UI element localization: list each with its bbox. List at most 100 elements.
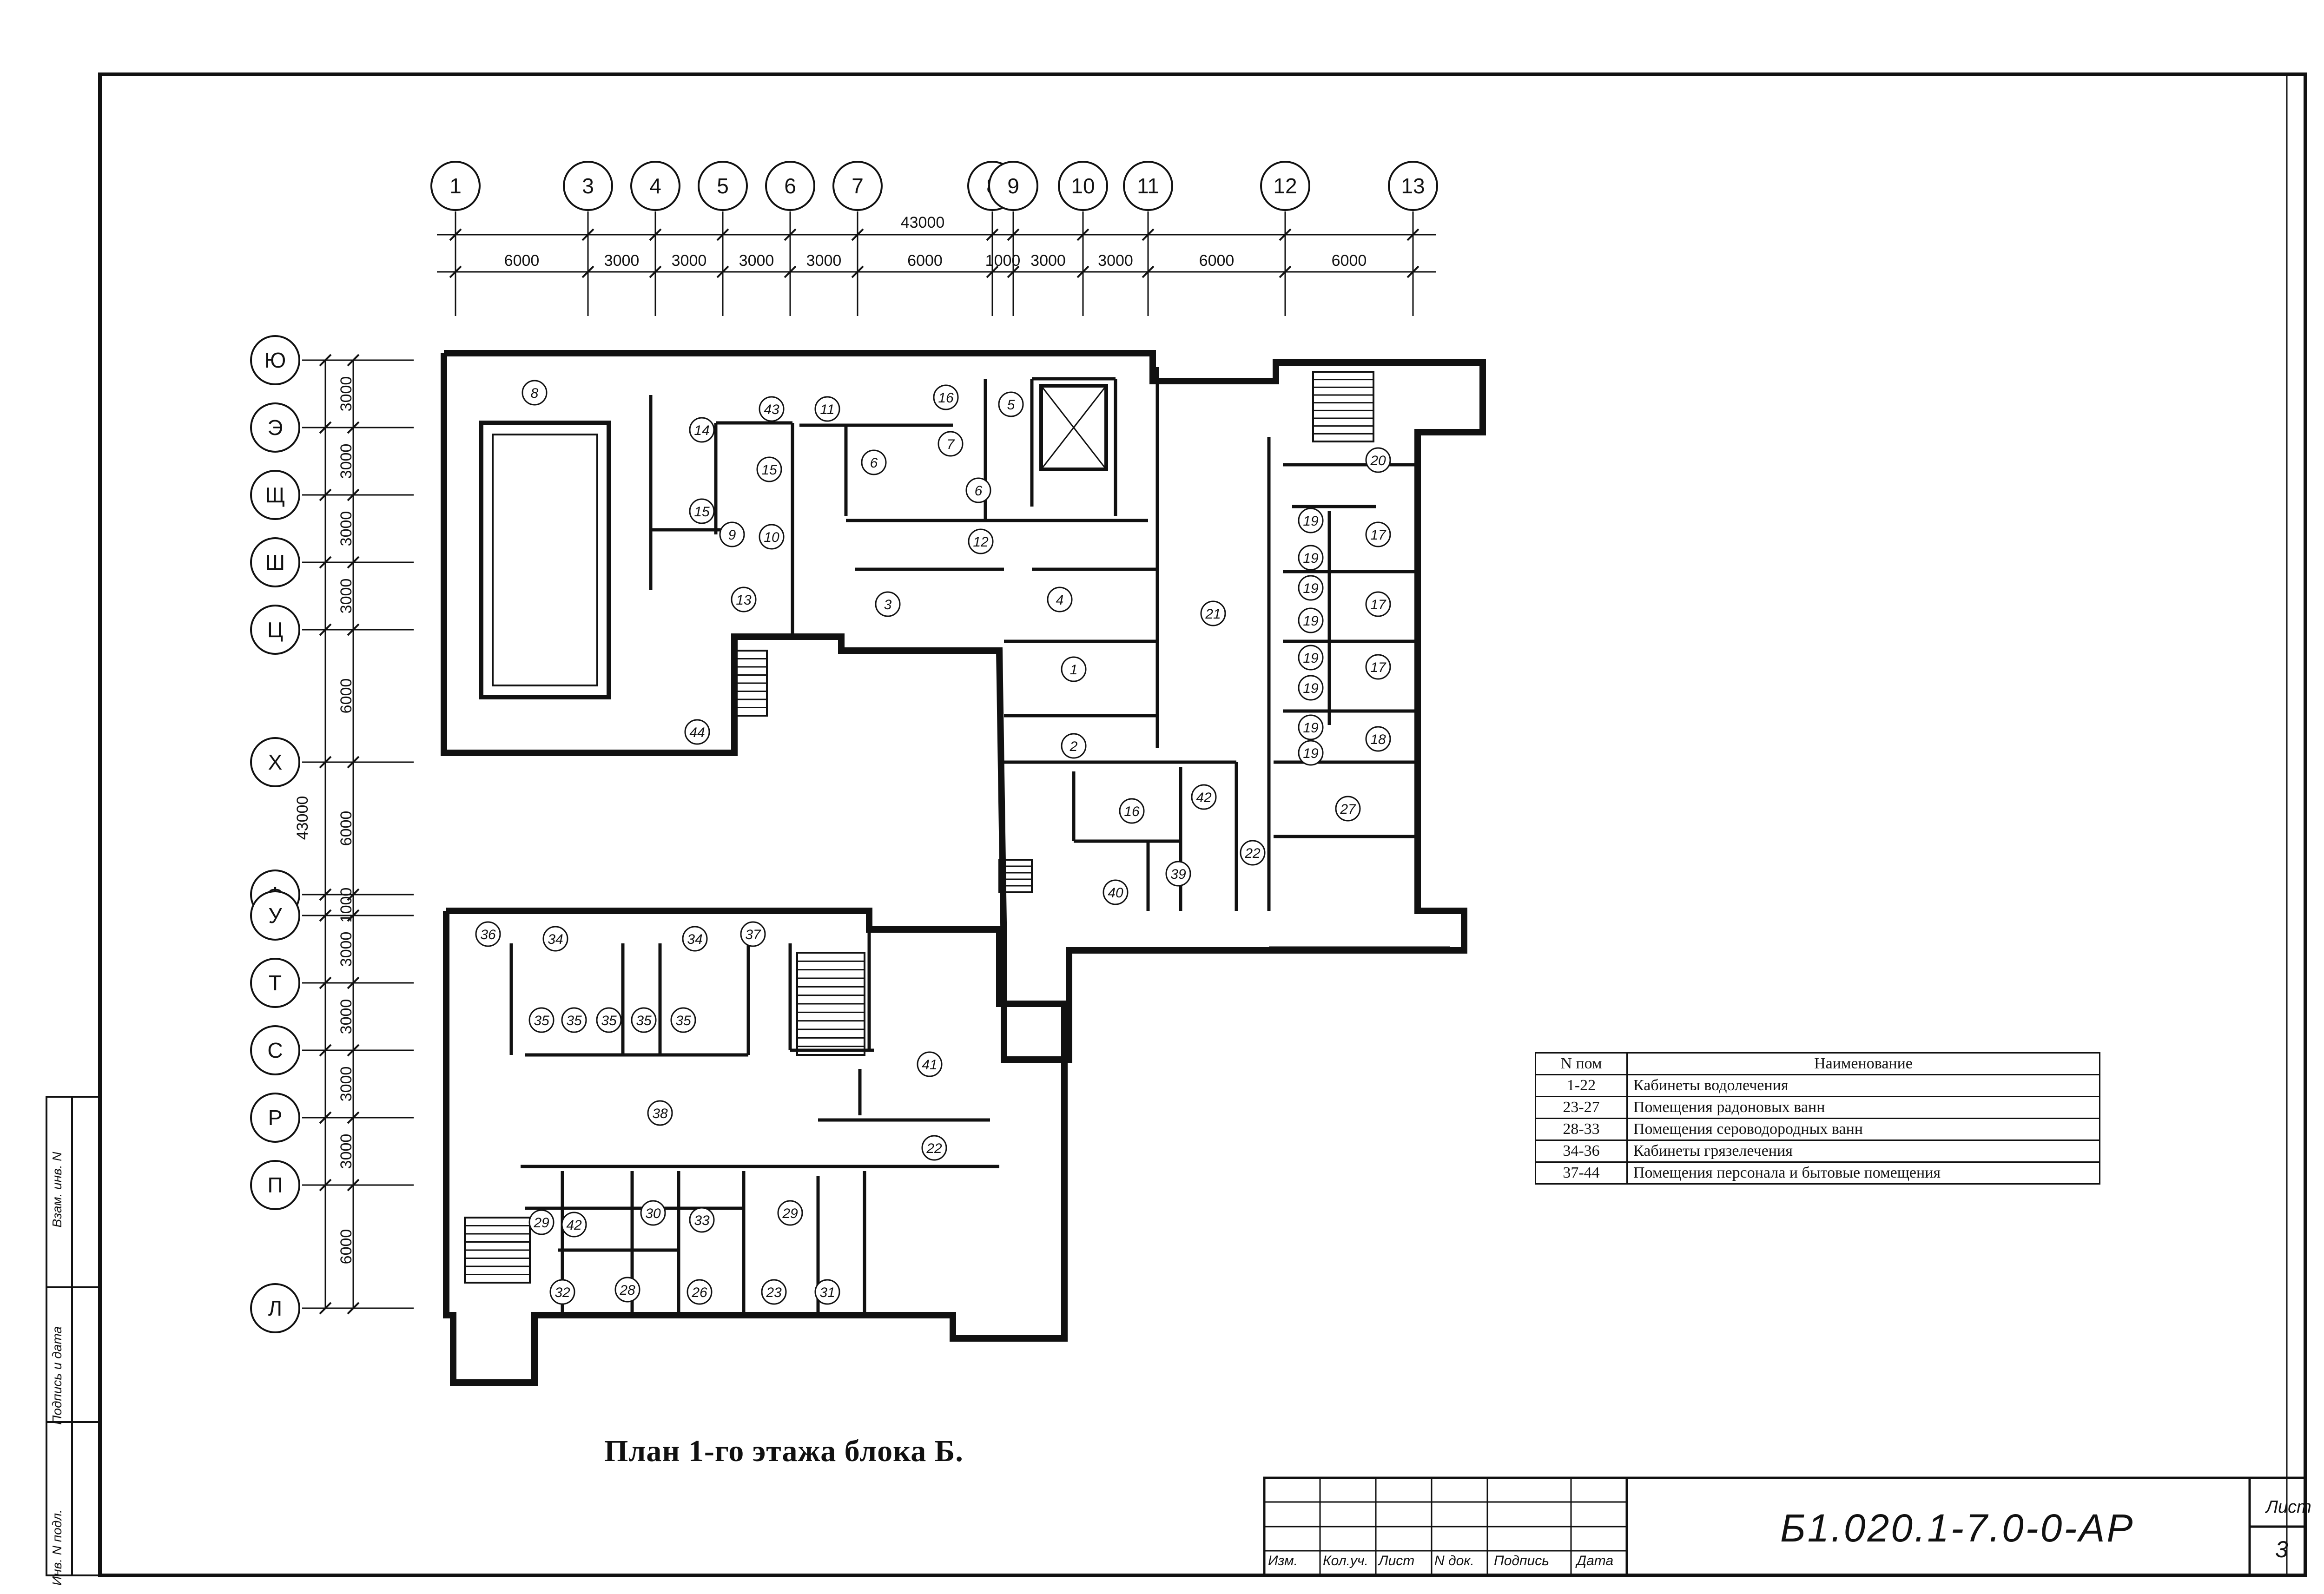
row-span-label: 1000 <box>337 888 355 923</box>
room-tag-label: 17 <box>1370 660 1386 675</box>
room-tag-circle <box>640 1200 666 1226</box>
dimension-tick <box>347 976 360 989</box>
dimension-tick <box>851 228 864 241</box>
room-tag-label: 2 <box>1070 739 1078 754</box>
dimension-tick <box>347 421 360 434</box>
row-axis-bubble <box>250 1025 300 1075</box>
row-axis-label: П <box>267 1173 283 1197</box>
room-tag-label: 4 <box>1056 593 1064 608</box>
room-tag-circle <box>1365 654 1391 680</box>
dimension-tick <box>347 756 360 769</box>
room-tag-label: 19 <box>1303 613 1319 629</box>
legend-num: 37-44 <box>1535 1161 1628 1185</box>
row-span-label: 3000 <box>337 376 355 412</box>
row-span-label: 3000 <box>337 999 355 1034</box>
legend-num: 34-36 <box>1535 1140 1628 1163</box>
sheet-label: Лист <box>2266 1497 2311 1517</box>
room-tag-circle <box>1103 879 1129 905</box>
room-tag-label: 12 <box>973 534 989 550</box>
column-axis-bubble <box>1260 161 1310 211</box>
room-tag-circle <box>740 921 766 947</box>
dimension-tick <box>319 909 332 922</box>
room-tag-circle <box>777 1200 803 1226</box>
column-axis-label: 6 <box>784 174 796 198</box>
column-axis-label: 11 <box>1137 174 1159 198</box>
room-tag-circle <box>528 1209 555 1235</box>
room-tag-circle <box>1061 733 1087 759</box>
dimension-tick <box>347 909 360 922</box>
row-axis-bubble <box>250 737 300 787</box>
document-code: Б1.020.1-7.0-0-АР <box>1780 1506 2135 1550</box>
legend-row: 28-33 Помещения сероводородных ванн <box>1535 1118 2100 1141</box>
room-tag-label: 19 <box>1303 720 1319 736</box>
room-tag-label: 18 <box>1370 732 1386 747</box>
room-tag-label: 39 <box>1170 867 1186 882</box>
room-tag-label: 17 <box>1370 597 1386 613</box>
room-tag-label: 19 <box>1303 651 1319 666</box>
row-axes: ЮЭЩШЦХФУТСРПЛ300030003000300060006000100… <box>250 335 414 1333</box>
room-tag-label: 32 <box>555 1285 570 1300</box>
row-axis-bubble <box>250 1093 300 1143</box>
column-axis-label: 12 <box>1273 174 1297 198</box>
room-tag-label: 37 <box>745 927 761 942</box>
column-axis-bubble <box>563 161 613 211</box>
column-axis-bubble <box>1058 161 1108 211</box>
room-tag-circle <box>542 926 568 952</box>
room-tag-circle <box>561 1007 587 1033</box>
room-tag-label: 6 <box>870 455 878 471</box>
legend-name: Кабинеты грязелечения <box>1626 1140 2100 1163</box>
room-tag-circle <box>861 449 887 475</box>
dimension-tick <box>319 888 332 901</box>
room-tag-circle <box>759 396 785 422</box>
column-axis-label: 5 <box>717 174 729 198</box>
column-axis-label: 13 <box>1401 174 1425 198</box>
room-tag-label: 23 <box>766 1285 782 1300</box>
row-span-label: 6000 <box>337 811 355 846</box>
row-axis-label: Ш <box>265 550 285 574</box>
legend-num: 1-22 <box>1535 1074 1628 1097</box>
legend-row: 23-27 Помещения радоновых ванн <box>1535 1096 2100 1119</box>
dimension-tick <box>581 228 594 241</box>
column-span-label: 3000 <box>739 252 774 270</box>
dimension-tick <box>716 228 729 241</box>
legend-header-num: N пом <box>1535 1052 1628 1075</box>
legend-header-name: Наименование <box>1626 1052 2100 1075</box>
column-axis-bubble <box>1123 161 1173 211</box>
dimension-tick <box>347 354 360 367</box>
legend-row: 37-44 Помещения персонала и бытовые поме… <box>1535 1161 2100 1185</box>
room-tag-circle <box>938 431 964 457</box>
room-tag-circle <box>522 380 548 406</box>
dimension-tick <box>347 488 360 501</box>
row-axis-bubble <box>250 958 300 1008</box>
room-tag-circle <box>689 1207 715 1233</box>
room-tag-circle <box>917 1051 943 1077</box>
dimension-lines <box>324 234 1436 1308</box>
interior-partitions <box>509 367 1450 1315</box>
room-tag-circle <box>689 498 715 524</box>
room-tag-label: 35 <box>675 1013 691 1028</box>
room-tag-label: 16 <box>938 390 954 406</box>
room-tag-circle <box>719 521 745 547</box>
row-axis-label: Л <box>268 1296 282 1320</box>
row-axis-label: Ц <box>267 618 283 642</box>
row-axis-bubble <box>250 402 300 453</box>
legend-row: 1-22 Кабинеты водолечения <box>1535 1074 2100 1097</box>
room-tag-circle <box>684 719 710 745</box>
room-tag-label: 35 <box>534 1013 549 1028</box>
room-tag-label: 21 <box>1205 606 1221 622</box>
side-stamp-label: Взам. инв. N <box>50 1152 64 1228</box>
room-tag-circle <box>561 1212 587 1238</box>
room-tag-label: 3 <box>884 597 892 613</box>
room-tag-circle <box>759 524 785 550</box>
column-axis-label: 9 <box>1007 174 1019 198</box>
room-tag-circle <box>1191 784 1217 810</box>
column-axis-label: 10 <box>1071 174 1095 198</box>
room-legend: N пом Наименование 1-22 Кабинеты водолеч… <box>1535 1052 2100 1185</box>
row-axis-label: Р <box>268 1106 283 1130</box>
room-tag-circle <box>1298 575 1324 601</box>
room-tag-label: 41 <box>922 1057 937 1073</box>
room-tag-label: 42 <box>566 1218 582 1233</box>
room-tag-label: 19 <box>1303 551 1319 566</box>
column-axis-bubble <box>430 161 481 211</box>
sheet-frame <box>98 72 2307 1577</box>
